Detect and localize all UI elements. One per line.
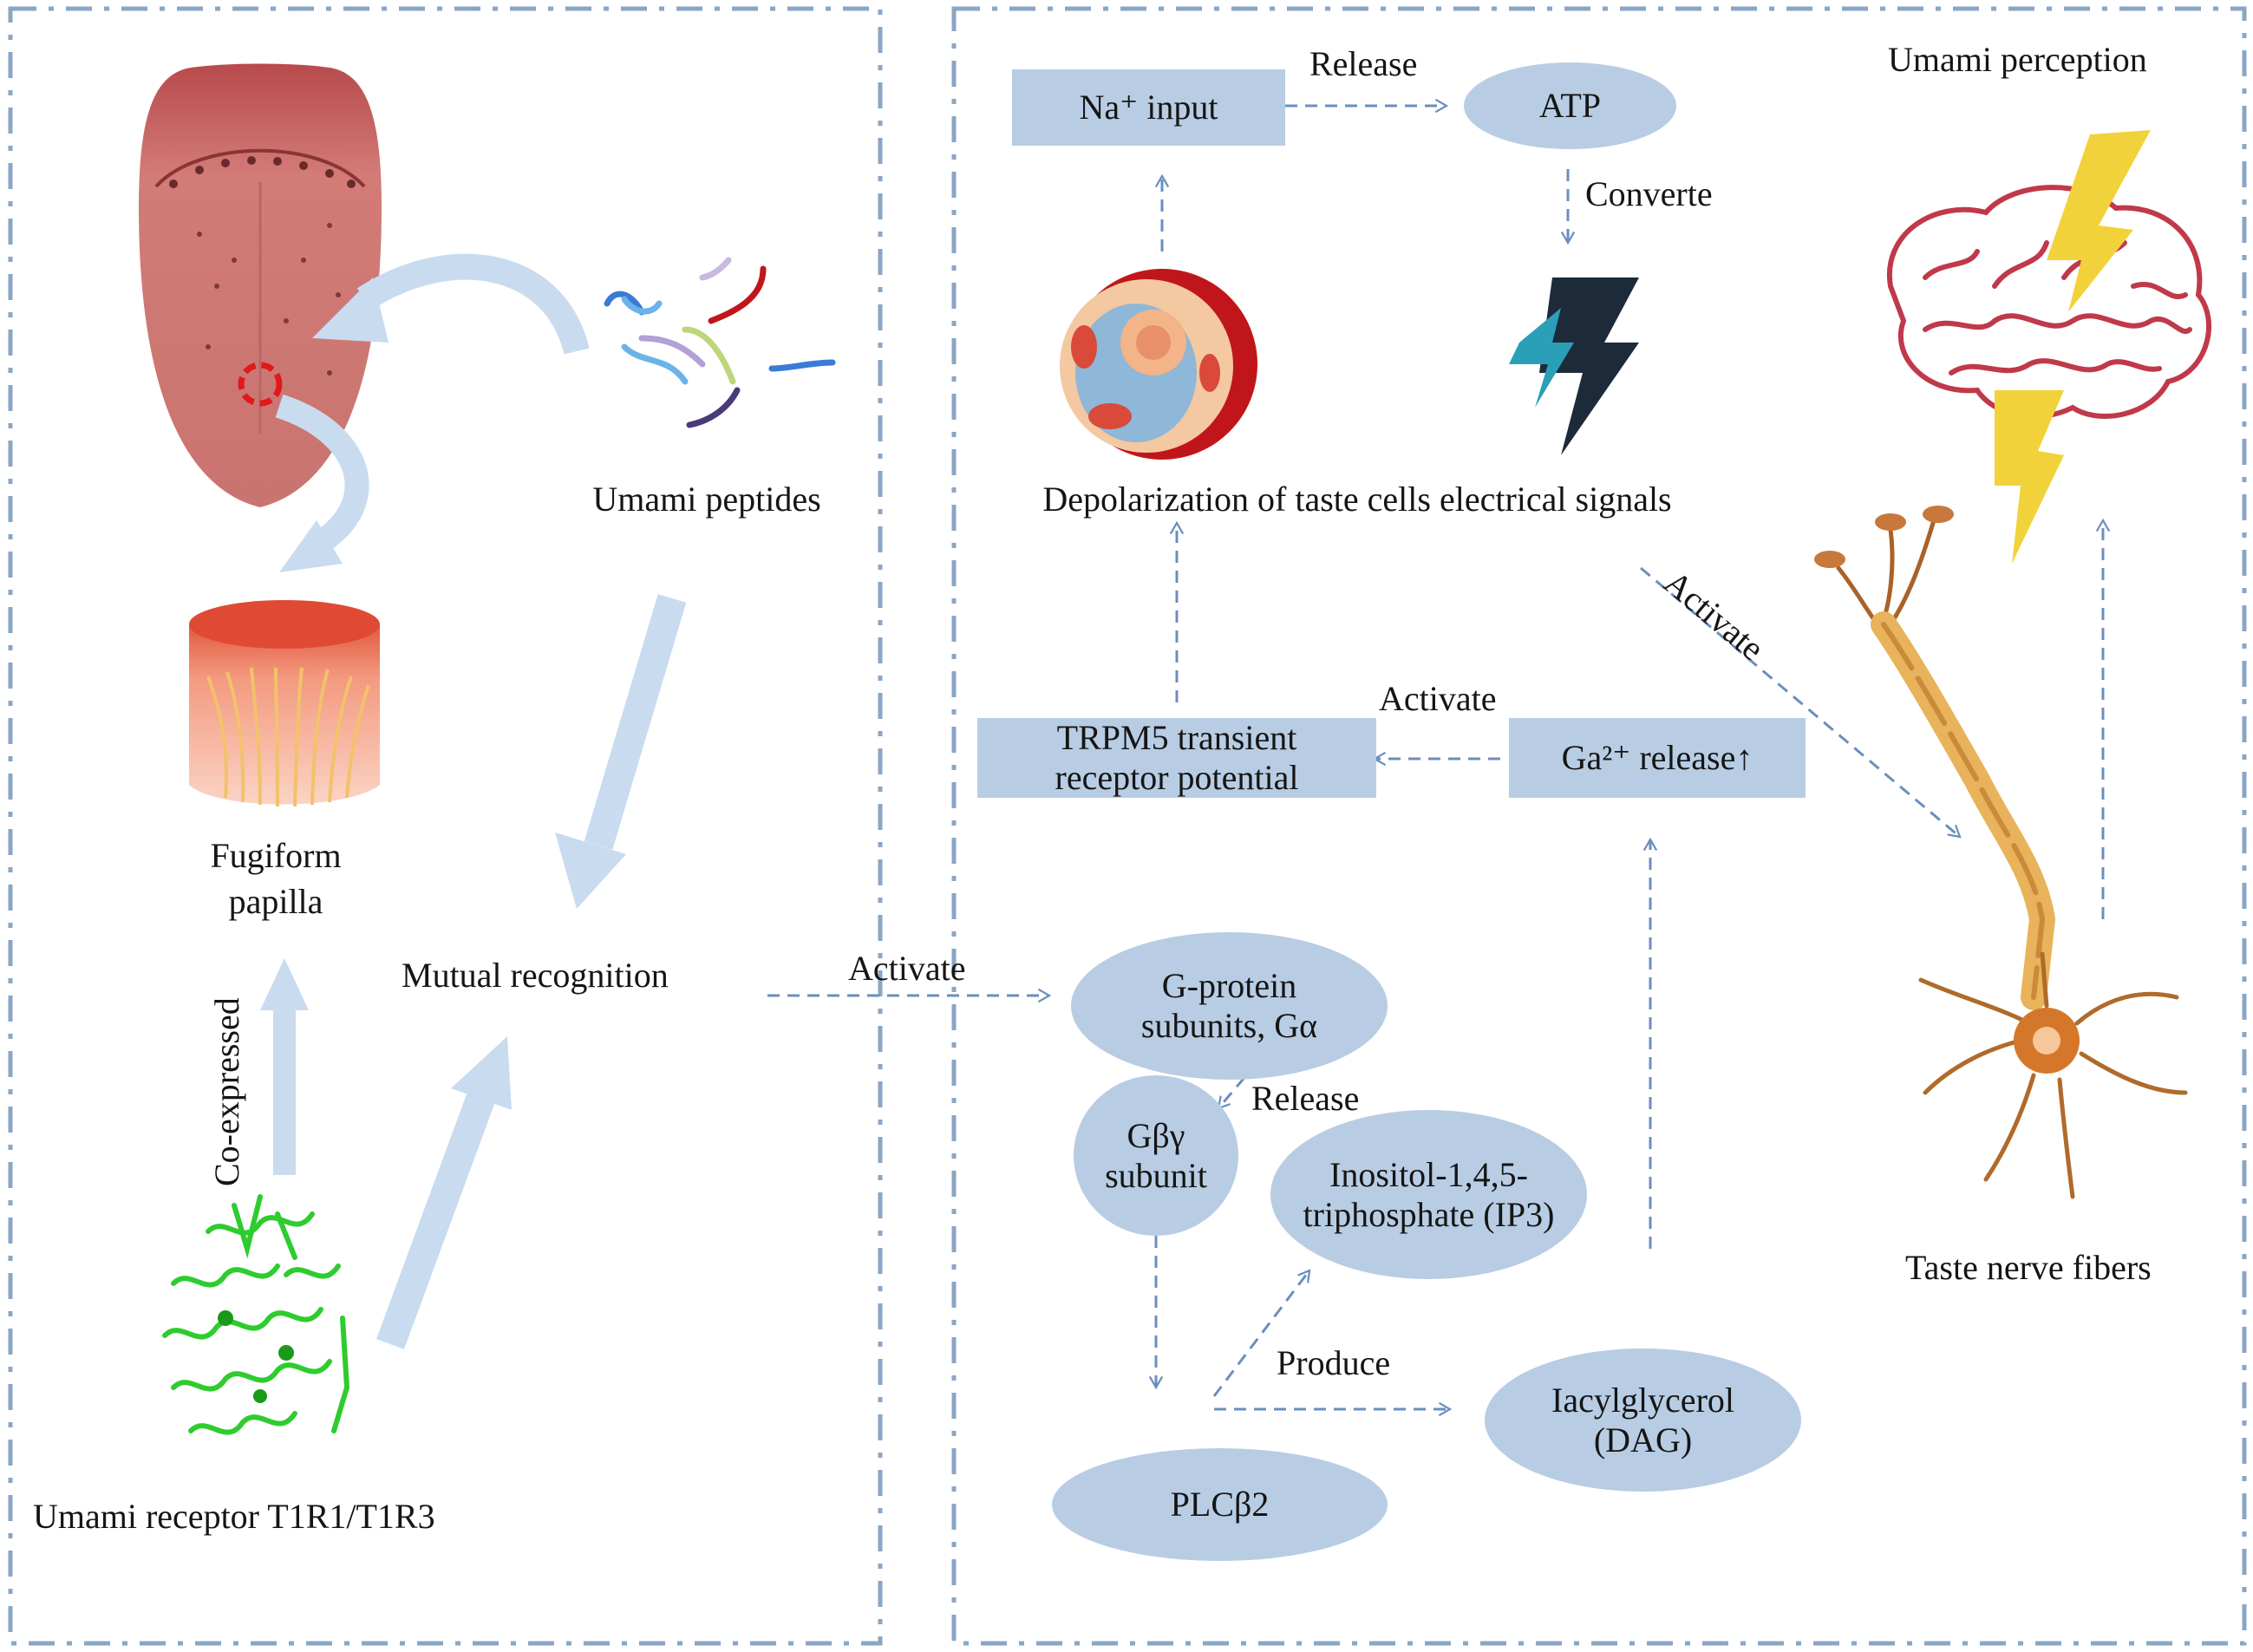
g-protein-node: G-protein subunits, Gα bbox=[1071, 932, 1388, 1080]
mutual-recognition-label: Mutual recognition bbox=[402, 956, 669, 995]
protein-image bbox=[162, 1194, 350, 1435]
right-panel-border bbox=[951, 6, 2247, 1646]
dendrite-tips bbox=[1814, 506, 1954, 568]
papilla-image bbox=[189, 600, 380, 807]
release-label-gby: Release bbox=[1251, 1079, 1360, 1118]
tongue-image bbox=[139, 63, 382, 507]
fugiform-label-line1: Fugiform bbox=[210, 836, 342, 875]
umami-receptor-label: Umami receptor T1R1/T1R3 bbox=[33, 1497, 435, 1536]
neuron-image bbox=[1836, 518, 2188, 1199]
brain-image bbox=[1886, 185, 2212, 420]
umami-perception-label: Umami perception bbox=[1888, 40, 2147, 79]
dag-node: Iacylglycerol (DAG) bbox=[1485, 1348, 1801, 1492]
bolt-lower bbox=[1995, 390, 2064, 564]
na-input-node: Na⁺ input bbox=[1012, 69, 1285, 146]
depolarization-label: Depolarization of taste cells electrical… bbox=[1042, 480, 1672, 519]
activate-label-mid: Activate bbox=[1379, 679, 1497, 718]
bolt-upper bbox=[2047, 130, 2151, 312]
atp-node: ATP bbox=[1464, 62, 1676, 149]
taste-cell-image bbox=[1060, 269, 1257, 460]
trpm5-node: TRPM5 transient receptor potential bbox=[977, 718, 1376, 798]
umami-peptides-label: Umami peptides bbox=[592, 480, 821, 519]
converte-label: Converte bbox=[1585, 174, 1713, 213]
left-panel-border bbox=[8, 6, 883, 1646]
peptide-squiggles bbox=[604, 257, 836, 428]
plcb2-node: PLCβ2 bbox=[1052, 1448, 1388, 1561]
release-label-top: Release bbox=[1309, 44, 1418, 83]
produce-label: Produce bbox=[1277, 1343, 1391, 1382]
taste-nerve-fibers-label: Taste nerve fibers bbox=[1905, 1248, 2152, 1287]
co-expressed-label: Co-expressed bbox=[207, 997, 246, 1186]
ga-release-node: Ga²⁺ release↑ bbox=[1509, 718, 1806, 798]
lightning-icon bbox=[1509, 278, 1639, 455]
fugiform-label-line2: papilla bbox=[228, 882, 323, 921]
ip3-node: Inositol-1,4,5- triphosphate (IP3) bbox=[1270, 1110, 1587, 1279]
gby-subunit-node: Gβγ subunit bbox=[1074, 1075, 1238, 1236]
activate-label-center: Activate bbox=[848, 949, 966, 988]
